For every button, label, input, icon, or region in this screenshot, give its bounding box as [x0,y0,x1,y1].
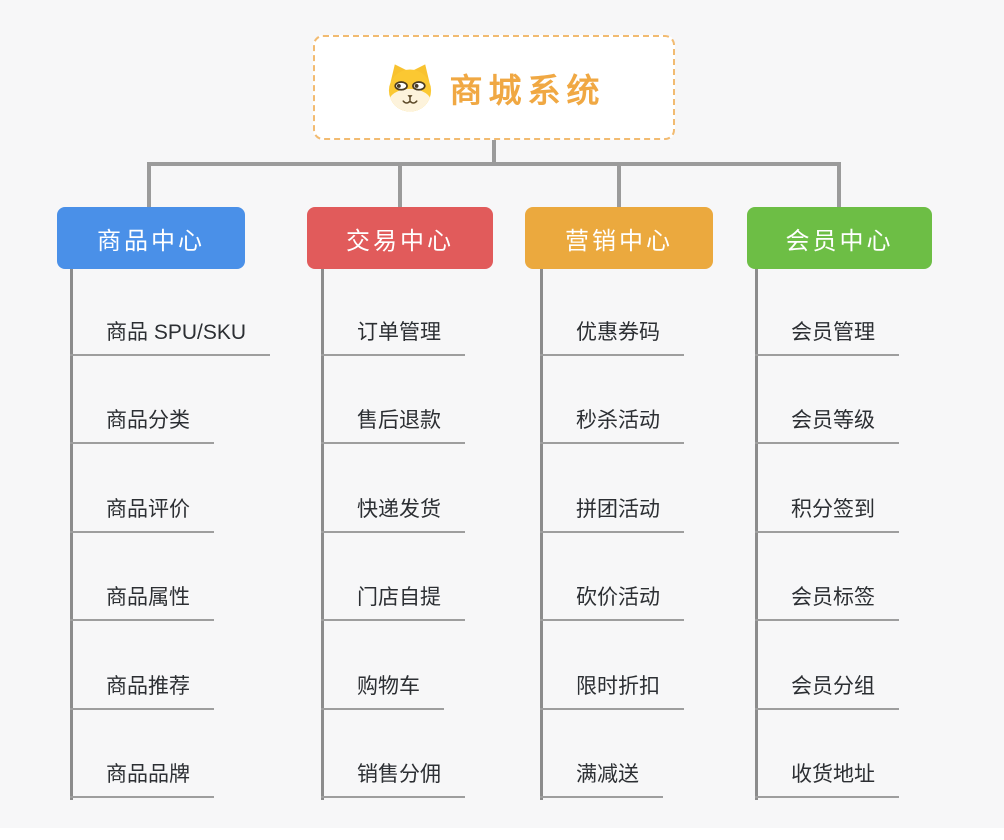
leaf-node[interactable]: 会员标签 [755,583,899,621]
leaf-node[interactable]: 满减送 [540,760,663,798]
trunk-line-marketing [540,269,543,800]
leaf-node[interactable]: 门店自提 [321,583,465,621]
connector-horizontal-bar [147,162,841,166]
leaf-node[interactable]: 砍价活动 [540,583,684,621]
leaf-node[interactable]: 会员管理 [755,318,899,356]
branch-label: 交易中心 [346,227,454,255]
branch-node-marketing-center[interactable]: 营销中心 [525,207,713,269]
connector-drop-trade [398,162,402,208]
leaf-node[interactable]: 优惠券码 [540,318,684,356]
connector-drop-member [837,162,841,208]
branch-node-trade-center[interactable]: 交易中心 [307,207,493,269]
leaf-node[interactable]: 拼团活动 [540,495,684,533]
leaf-node[interactable]: 商品推荐 [70,672,214,710]
trunk-line-member [755,269,758,800]
leaf-node[interactable]: 销售分佣 [321,760,465,798]
branch-node-member-center[interactable]: 会员中心 [747,207,932,269]
trunk-line-product [70,269,73,800]
dog-face-icon [388,63,431,112]
branch-label: 会员中心 [785,227,894,255]
connector-root-stem [492,138,496,166]
leaf-node[interactable]: 收货地址 [755,760,899,798]
leaf-node[interactable]: 会员等级 [755,406,899,444]
leaf-node[interactable]: 快递发货 [321,495,465,533]
leaf-node[interactable]: 限时折扣 [540,672,684,710]
connector-drop-marketing [617,162,621,208]
leaf-node[interactable]: 订单管理 [321,318,465,356]
leaf-node[interactable]: 积分签到 [755,495,899,533]
branch-label: 营销中心 [565,227,673,255]
root-node-title: 商城系统 [449,71,606,109]
leaf-node[interactable]: 商品评价 [70,495,214,533]
connector-drop-product [147,162,151,208]
canvas-bottom-edge [0,828,1004,840]
leaf-node[interactable]: 会员分组 [755,672,899,710]
leaf-node[interactable]: 购物车 [321,672,444,710]
leaf-node[interactable]: 商品分类 [70,406,214,444]
leaf-node[interactable]: 售后退款 [321,406,465,444]
leaf-node[interactable]: 秒杀活动 [540,406,684,444]
leaf-node[interactable]: 商品属性 [70,583,214,621]
root-node[interactable]: 商城系统 [313,35,675,140]
trunk-line-trade [321,269,324,800]
leaf-node[interactable]: 商品品牌 [70,760,214,798]
branch-node-product-center[interactable]: 商品中心 [57,207,245,269]
leaf-node[interactable]: 商品 SPU/SKU [70,318,271,356]
branch-label: 商品中心 [97,227,205,255]
